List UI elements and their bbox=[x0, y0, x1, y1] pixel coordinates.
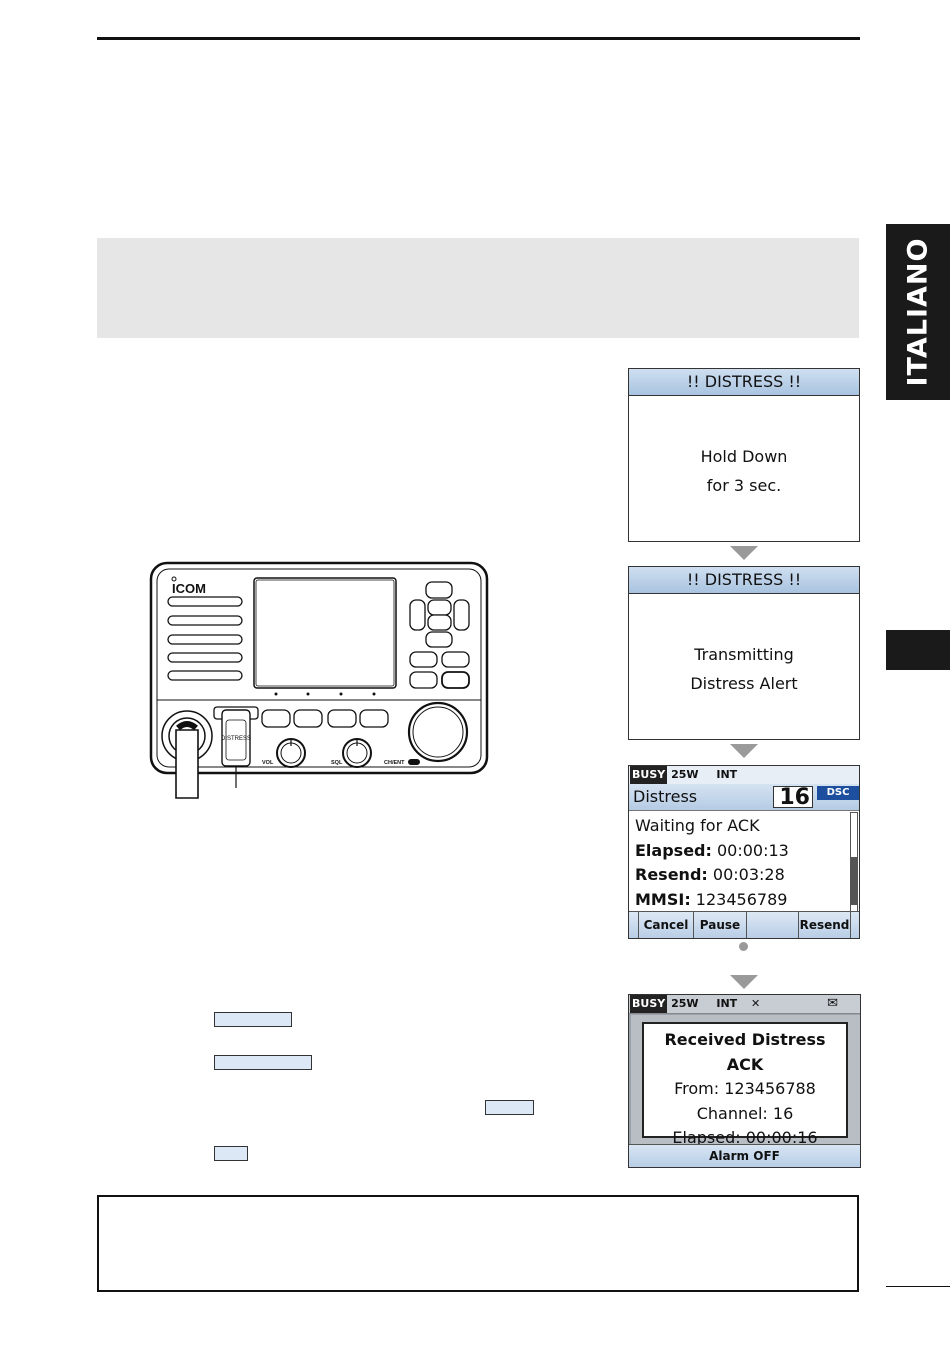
popup-channel: Channel: 16 bbox=[696, 1103, 794, 1123]
radio-illustration: ICOM DISTRESS VOL SQL CH/ENT bbox=[149, 561, 489, 799]
arrow-down-icon bbox=[730, 975, 758, 989]
distress-button-label: DISTRESS bbox=[221, 736, 251, 742]
screen-line: Distress Alert bbox=[690, 674, 798, 693]
screen-received-ack: BUSY 25W INT ✕ ✉ Received Distress ACK F… bbox=[628, 994, 861, 1168]
cancel-softkey[interactable]: Cancel bbox=[638, 912, 693, 938]
popup-from: From: 123456788 bbox=[674, 1079, 816, 1098]
busy-indicator: BUSY bbox=[630, 995, 668, 1013]
busy-indicator: BUSY bbox=[630, 766, 668, 784]
empty-softkey[interactable] bbox=[746, 912, 798, 938]
status-bar: BUSY 25W INT bbox=[629, 766, 859, 785]
mode-indicator: INT bbox=[716, 768, 738, 781]
ack-popup: Received Distress ACK From: 123456788 Ch… bbox=[642, 1022, 848, 1147]
popup-elapsed: Elapsed: 00:00:16 bbox=[672, 1128, 818, 1147]
screen-line: for 3 sec. bbox=[706, 476, 782, 495]
top-rule bbox=[97, 37, 860, 40]
screen-header: !! DISTRESS !! bbox=[629, 567, 859, 594]
screen-hold-down: !! DISTRESS !! Hold Down for 3 sec. bbox=[628, 368, 860, 542]
language-label: ITALIANO bbox=[902, 237, 934, 387]
screen-waiting-ack: BUSY 25W INT Distress 16 DSC Waiting for… bbox=[628, 765, 860, 939]
continuation-dot bbox=[739, 942, 748, 951]
status-bar: BUSY 25W INT ✕ ✉ bbox=[629, 995, 860, 1014]
pause-softkey[interactable]: Pause bbox=[693, 912, 746, 938]
heading-band bbox=[97, 238, 859, 338]
power-indicator: 25W bbox=[671, 997, 699, 1010]
screen-transmitting: !! DISTRESS !! Transmitting Distress Ale… bbox=[628, 566, 860, 740]
radio-brand: ICOM bbox=[172, 581, 206, 596]
chapter-marker bbox=[886, 630, 950, 670]
vol-label: VOL bbox=[262, 760, 274, 766]
mail-icon: ✉ bbox=[827, 996, 838, 1011]
status-line: Waiting for ACK bbox=[635, 816, 760, 835]
sql-label: SQL bbox=[331, 760, 343, 766]
channel-number: 16 bbox=[773, 786, 813, 809]
page-number-rule bbox=[886, 1286, 950, 1287]
note-box bbox=[97, 1195, 859, 1292]
screen-title: Distress bbox=[633, 787, 698, 806]
screen-line: Hold Down bbox=[700, 447, 788, 466]
title-bar: Distress 16 DSC bbox=[629, 784, 859, 811]
language-tab: ITALIANO bbox=[886, 224, 950, 400]
popup-title: Received Distress ACK bbox=[664, 1030, 826, 1074]
gps-icon: ✕ bbox=[751, 997, 761, 1010]
inline-key-graphic bbox=[214, 1055, 312, 1070]
inline-key-graphic bbox=[214, 1012, 292, 1027]
mmsi-line: MMSI: 123456789 bbox=[635, 890, 788, 909]
scrollbar[interactable] bbox=[850, 812, 858, 912]
screen-line: Transmitting bbox=[694, 645, 794, 664]
alarm-off-softkey[interactable]: Alarm OFF bbox=[629, 1144, 860, 1167]
resend-softkey[interactable]: Resend bbox=[798, 912, 851, 938]
dsc-badge: DSC bbox=[817, 786, 859, 800]
power-indicator: 25W bbox=[671, 768, 699, 781]
arrow-down-icon bbox=[730, 744, 758, 758]
inline-key-graphic bbox=[214, 1146, 248, 1161]
mode-indicator: INT bbox=[716, 997, 738, 1010]
inline-key-graphic bbox=[485, 1100, 534, 1115]
soft-key-bar: Cancel Pause Resend bbox=[629, 911, 859, 938]
elapsed-line: Elapsed: 00:00:13 bbox=[635, 841, 789, 860]
resend-line: Resend: 00:03:28 bbox=[635, 865, 785, 884]
screen-header: !! DISTRESS !! bbox=[629, 369, 859, 396]
arrow-down-icon bbox=[730, 546, 758, 560]
ch-ent-label: CH/ENT bbox=[384, 760, 405, 766]
